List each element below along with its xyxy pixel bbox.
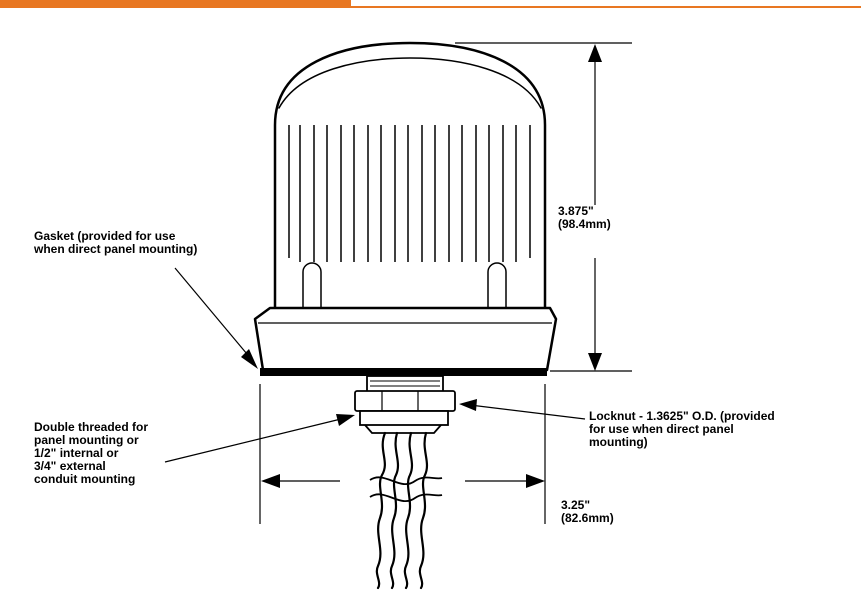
height-dimension	[455, 42, 632, 372]
gasket	[260, 368, 547, 376]
thread-label: Double threaded for panel mounting or 1/…	[34, 420, 149, 486]
dome-tabs	[302, 262, 507, 309]
locknut-label: Locknut - 1.3625" O.D. (provided for use…	[589, 409, 775, 449]
height-arrow-top	[588, 44, 602, 62]
gasket-label: Gasket (provided for use when direct pan…	[34, 229, 198, 256]
width-arrow-right	[526, 474, 545, 488]
gasket-leader	[174, 267, 253, 361]
header-accent-bar	[0, 0, 351, 8]
width-arrow-left	[261, 474, 280, 488]
wire-break	[369, 476, 443, 502]
dome-ribs	[288, 125, 531, 262]
locknut-fitting	[354, 375, 456, 434]
wires	[375, 431, 429, 590]
height-dimension-label: 3.875" (98.4mm)	[558, 204, 611, 231]
beacon-dome	[273, 41, 547, 315]
gasket-arrowhead	[241, 349, 258, 369]
height-arrow-bottom	[588, 353, 602, 371]
beacon-base	[253, 306, 558, 372]
locknut-arrowhead	[459, 399, 477, 411]
header-rule	[351, 6, 861, 8]
width-dimension	[259, 384, 546, 524]
thread-arrowhead	[336, 414, 355, 426]
width-dimension-label: 3.25" (82.6mm)	[561, 498, 614, 525]
dome-ring	[278, 57, 542, 109]
locknut-leader	[469, 404, 586, 420]
thread-leader	[164, 417, 346, 463]
